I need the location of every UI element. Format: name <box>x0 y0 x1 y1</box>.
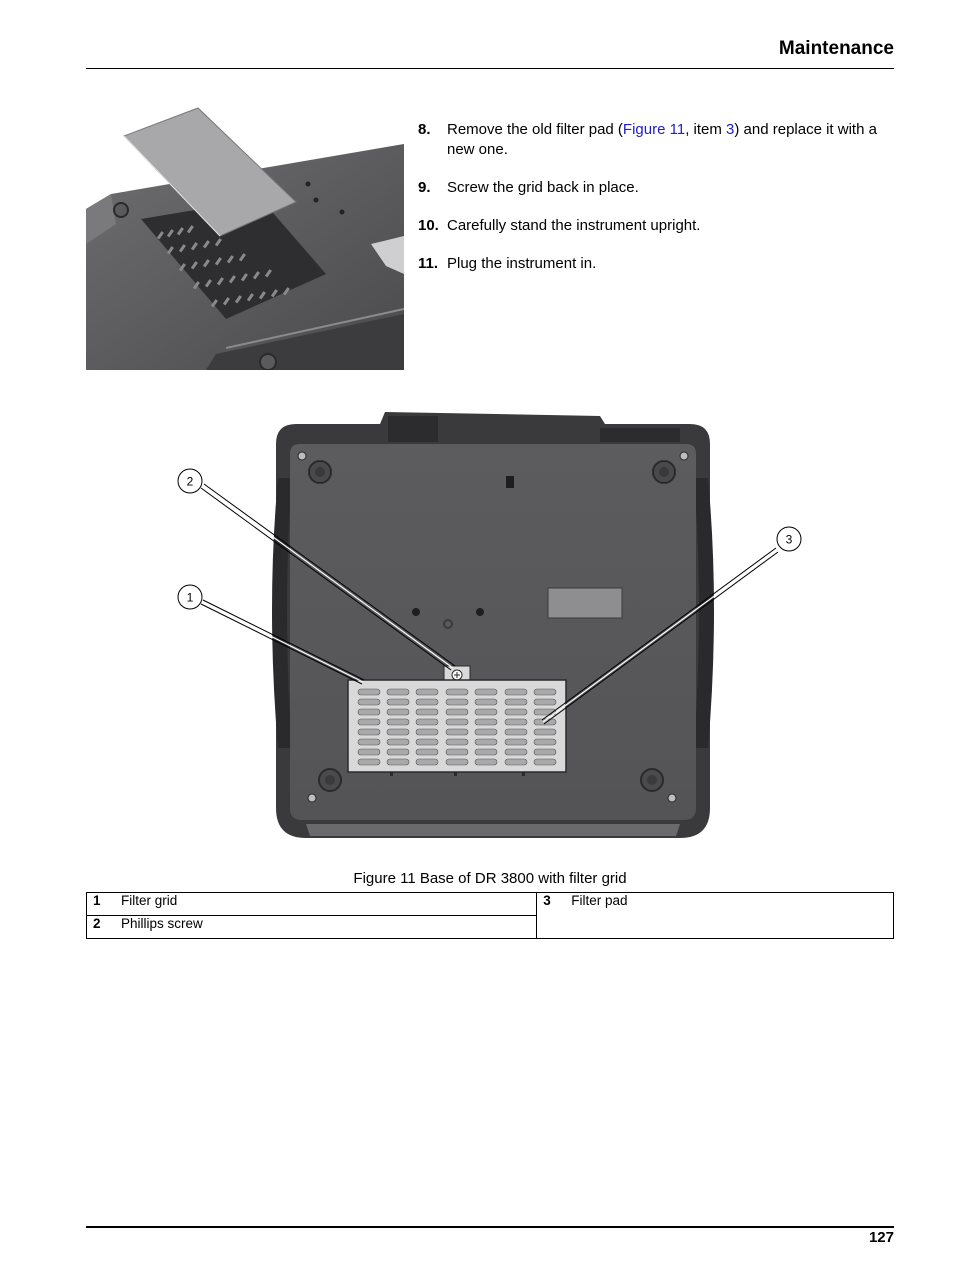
instrument-base-figure: 2 1 3 <box>177 412 802 838</box>
callout-2: 2 <box>177 468 203 494</box>
step-number: 9. <box>418 179 431 196</box>
legend-cell: 3 Filter pad <box>536 892 894 939</box>
svg-text:1: 1 <box>187 591 194 605</box>
step-number: 8. <box>418 121 431 138</box>
legend-cell: 2 Phillips screw <box>85 915 538 939</box>
step-number: 10. <box>418 217 439 234</box>
header-rule <box>86 68 894 69</box>
step-item: 8. Remove the old filter pad (Figure 11,… <box>418 120 898 160</box>
legend-number: 2 <box>93 916 101 931</box>
legend-cell: 1 Filter grid <box>85 892 538 916</box>
step-item: 11. Plug the instrument in. <box>418 254 898 274</box>
svg-text:2: 2 <box>187 475 194 489</box>
callout-leaders <box>200 483 779 725</box>
legend-number: 3 <box>543 893 551 908</box>
legend-text: Filter pad <box>571 893 628 908</box>
item-link[interactable]: 3 <box>726 121 735 138</box>
callout-3: 3 <box>776 526 802 552</box>
step-text-part: ) and replace it with a new one. <box>447 121 877 158</box>
page-number: 127 <box>868 1229 894 1246</box>
step-text: Screw the grid back in place. <box>447 179 639 196</box>
step-text-part: , item <box>685 121 727 138</box>
legend-number: 1 <box>93 893 101 908</box>
step-number: 11. <box>418 255 439 272</box>
step-text: Plug the instrument in. <box>447 255 597 272</box>
figure-caption: Figure 11 Base of DR 3800 with filter gr… <box>353 870 627 887</box>
page-header-title: Maintenance <box>778 38 894 59</box>
table-row: 2 Phillips screw <box>85 915 894 939</box>
step-text: Remove the old filter pad (Figure 11, it… <box>447 120 898 160</box>
legend-text: Phillips screw <box>121 916 203 931</box>
svg-text:3: 3 <box>786 533 793 547</box>
step-item: 9. Screw the grid back in place. <box>418 178 898 198</box>
figure-link[interactable]: Figure 11 <box>622 121 686 138</box>
step-text: Carefully stand the instrument upright. <box>447 217 701 234</box>
filter-pad-photo <box>86 104 404 370</box>
footer-rule <box>86 1226 894 1228</box>
callout-1: 1 <box>177 584 203 610</box>
procedure-steps: 8. Remove the old filter pad (Figure 11,… <box>418 120 898 292</box>
table-row: 1 Filter grid 3 Filter pad <box>85 892 894 939</box>
figure-legend-table: 1 Filter grid 3 Filter pad 2 Phillips screw <box>85 892 894 939</box>
legend-text: Filter grid <box>121 893 178 908</box>
step-text-part: Remove the old filter pad ( <box>447 121 623 138</box>
step-item: 10. Carefully stand the instrument uprig… <box>418 216 898 236</box>
